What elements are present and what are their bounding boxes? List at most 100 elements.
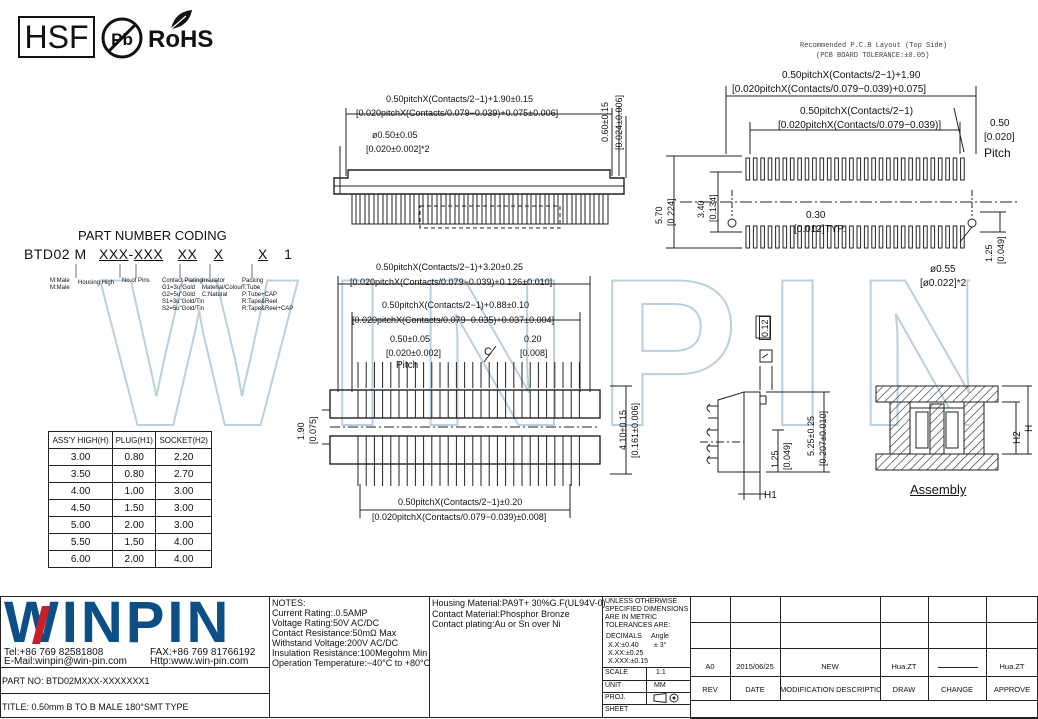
- pcb-pad: [856, 225, 862, 249]
- revision-cell: A0: [705, 662, 715, 671]
- dim-mid-2: 0.50pitchX(Contacts/2−1)+0.88±0.10: [382, 300, 530, 310]
- pin-outline: [571, 193, 577, 225]
- divider: [429, 596, 430, 718]
- revision-cell: DATE: [745, 685, 765, 694]
- pin-outline: [598, 193, 604, 225]
- pcb-pad: [789, 157, 795, 181]
- pcb-pad: [752, 225, 758, 249]
- divider: [646, 667, 647, 704]
- pcb-note-2: (PCB BOARD TOLERANCE:±0.05): [816, 52, 930, 60]
- table-cell: 4.00: [155, 533, 212, 551]
- notes-line: Contact Resistance:50mΩ Max: [272, 628, 397, 638]
- pcb-pad: [952, 157, 958, 181]
- pcb-dim-570: 5.70: [654, 206, 664, 224]
- pcb-pad: [856, 157, 862, 181]
- revision-cell: APPROVE: [993, 685, 1031, 694]
- pcb-pad: [767, 157, 773, 181]
- pcb-pad: [849, 157, 854, 181]
- pcb-pad: [826, 225, 832, 249]
- proj-label: PROJ.: [605, 694, 626, 701]
- table-cell: 3.00: [155, 516, 212, 534]
- pcb-dim-030b: [0.012]TYP.: [794, 224, 846, 235]
- pcb-pad: [900, 157, 906, 181]
- label-mmale: M:Male M:Male: [50, 278, 70, 291]
- pcb-pad: [834, 157, 839, 181]
- label-housing: Housing High: [78, 280, 115, 286]
- dim-020: 0.20: [524, 334, 542, 344]
- grid-line: [780, 596, 781, 700]
- materials-line: Housing Material:PA9T+ 30%G.F(UL94V-0): [432, 598, 606, 608]
- pcb-pad: [826, 157, 832, 181]
- divider: [0, 667, 269, 668]
- pcb-dim-1b: [0.020pitchX(Contacts/0.079−0.039)+0.075…: [732, 84, 927, 95]
- pcb-dim-125b: [0.049]: [996, 236, 1006, 264]
- revision-cell: 2015/06/25: [736, 662, 774, 671]
- assembly-dim-h2: H2: [1012, 431, 1023, 444]
- coding-leaders: [75, 264, 253, 278]
- top-view-drawing: [333, 106, 627, 229]
- pcb-pad: [930, 157, 936, 181]
- dim-bot: 0.50pitchX(Contacts/2−1)±0.20: [398, 497, 523, 507]
- dim-190b: [0.075]: [308, 416, 318, 444]
- angle-value: ± 3°: [654, 642, 667, 649]
- pb-free-logo: Pb: [101, 17, 143, 59]
- pin-outline: [589, 193, 595, 225]
- notes-line: Withstand Voltage:200V AC/DC: [272, 638, 399, 648]
- dim-060: 0.60±0.15: [600, 102, 610, 142]
- table-cell: 4.00: [155, 550, 212, 568]
- divider: [602, 596, 603, 718]
- pin-outline: [490, 193, 496, 225]
- pin-outline: [580, 193, 586, 225]
- pcb-pad: [760, 157, 765, 181]
- pcb-pad: [849, 225, 854, 249]
- grid-line: [690, 700, 1038, 701]
- notes-line: Voltage Rating:50V AC/DC: [272, 618, 380, 628]
- pin-outline: [355, 193, 361, 225]
- table-cell: 3.00: [47, 448, 114, 466]
- pin-outline: [526, 193, 532, 225]
- pcb-dim-1: 0.50pitchX(Contacts/2−1)+1.90: [782, 70, 921, 81]
- pcb-pad: [745, 157, 751, 181]
- pcb-pad: [893, 157, 899, 181]
- pcb-pad: [782, 157, 788, 181]
- winpin-logo-w-accent: [32, 606, 50, 644]
- notes-line: NOTES:: [272, 598, 306, 608]
- revision-cell: REV: [702, 685, 718, 694]
- pcb-pad: [812, 225, 817, 249]
- fax: FAX:+86 769 81766192: [150, 647, 256, 658]
- tel: Tel:+86 769 82581808: [4, 647, 104, 658]
- pcb-pad: [752, 157, 758, 181]
- label-packing: Packing T:Tube P:Tube+CAP R:Tape&Reel R:…: [242, 278, 294, 312]
- leaf-icon: [170, 10, 192, 30]
- label-pins: No.of Pins: [122, 278, 150, 284]
- table-cell: 5.50: [47, 533, 114, 551]
- tol-xxx: X.XXX:±0.15: [608, 658, 649, 665]
- pcb-pad: [841, 225, 847, 249]
- grid-line: [730, 596, 731, 700]
- pin-outline: [562, 193, 568, 225]
- table-header-row: ASS'Y HIGH(H) PLUG(H1) SOCKET(H2): [47, 431, 212, 449]
- side-dim-h1: H1: [764, 490, 777, 501]
- table-cell: 2.20: [155, 448, 212, 466]
- dim-060b: [0.024±0.006]: [614, 95, 624, 150]
- pcb-dim-2b: [0.020pitchX(Contacts/0.079−0.039)]: [778, 120, 942, 131]
- dim-top-1b: [0.020pitchX(Contacts/0.079−0.039)+0.075…: [356, 108, 559, 118]
- table-cell: 3.50: [47, 465, 114, 483]
- drawing-title: TITLE: 0.50mm B TO B MALE 180°SMT TYPE: [2, 702, 189, 712]
- pcb-pad: [960, 157, 965, 181]
- pin-outline: [445, 193, 451, 225]
- pcb-pad: [789, 225, 795, 249]
- pcb-pad: [745, 225, 751, 249]
- side-dim-125b: [0.049]: [782, 442, 792, 470]
- pcb-pad: [900, 225, 906, 249]
- pcb-pad: [804, 225, 810, 249]
- pin-outline: [400, 193, 406, 225]
- centerline-mark: C: [484, 346, 492, 358]
- unit-value: MM: [654, 682, 666, 689]
- dim-190: 1.90: [296, 422, 306, 440]
- pcb-dim-050: 0.50: [990, 118, 1010, 129]
